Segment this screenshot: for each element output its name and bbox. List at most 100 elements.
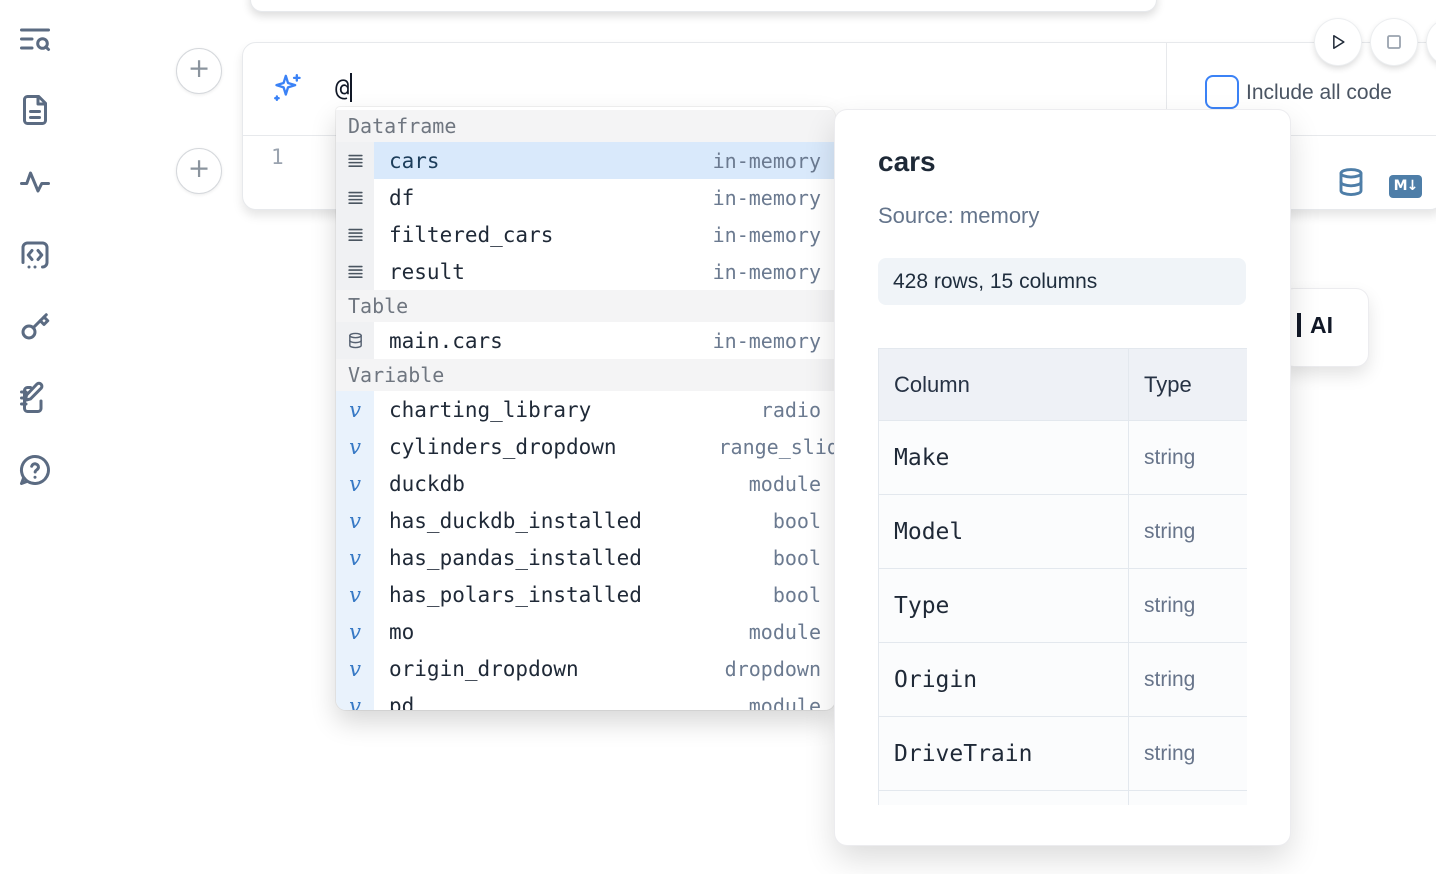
variable-icon: v bbox=[336, 428, 374, 465]
include-all-code-label: Include all code bbox=[1246, 81, 1392, 104]
item-name: filtered_cars bbox=[389, 222, 554, 247]
column-name-cell: Make bbox=[878, 420, 1129, 495]
schema-header-type: Type bbox=[1128, 348, 1247, 421]
item-name: has_polars_installed bbox=[389, 582, 642, 607]
dataframe-rows-icon bbox=[336, 253, 374, 290]
input-right-divider bbox=[1166, 43, 1167, 135]
autocomplete-item-content: has_duckdb_installed bool bbox=[374, 502, 835, 539]
item-type: in-memory bbox=[712, 328, 821, 353]
database-icon[interactable] bbox=[1336, 165, 1366, 199]
schema-row-partial bbox=[878, 790, 1247, 805]
variable-icon: v bbox=[336, 539, 374, 576]
key-icon[interactable] bbox=[17, 308, 53, 344]
variable-icon: v bbox=[336, 650, 374, 687]
ai-prompt-text: @ bbox=[335, 73, 350, 102]
column-name-cell: DriveTrain bbox=[878, 716, 1129, 791]
column-type-cell: string bbox=[1128, 642, 1247, 717]
item-name: cylinders_dropdown bbox=[389, 434, 617, 459]
column-type-cell: string bbox=[1128, 420, 1247, 495]
item-name: has_duckdb_installed bbox=[389, 508, 642, 533]
autocomplete-item-result[interactable]: result in-memory bbox=[336, 253, 835, 290]
item-type: in-memory bbox=[712, 259, 821, 284]
variable-icon: v bbox=[336, 391, 374, 428]
autocomplete-section-header: Variable bbox=[336, 359, 835, 391]
help-circle-icon[interactable] bbox=[17, 452, 53, 488]
autocomplete-item-content: df in-memory bbox=[374, 179, 835, 216]
autocomplete-item-has_polars_installed[interactable]: v has_polars_installed bool bbox=[336, 576, 835, 613]
column-name-cell: Origin bbox=[878, 642, 1129, 717]
notebook-pen-icon[interactable] bbox=[17, 380, 53, 416]
occluded-text-fragment bbox=[1297, 313, 1301, 337]
autocomplete-item-has_duckdb_installed[interactable]: v has_duckdb_installed bool bbox=[336, 502, 835, 539]
variable-icon: v bbox=[336, 502, 374, 539]
autocomplete-item-content: filtered_cars in-memory bbox=[374, 216, 835, 253]
item-type: bool bbox=[772, 582, 821, 607]
dataframe-rows-icon bbox=[336, 179, 374, 216]
item-type: bool bbox=[772, 508, 821, 533]
item-name: df bbox=[389, 185, 415, 210]
column-name-cell: Type bbox=[878, 568, 1129, 643]
autocomplete-item-content: mo module bbox=[374, 613, 835, 650]
ai-prompt-row[interactable]: @ Include all code bbox=[243, 43, 1436, 135]
autocomplete-item-content: has_polars_installed bool bbox=[374, 576, 835, 613]
generate-with-ai-button[interactable]: AI bbox=[1282, 289, 1368, 366]
autocomplete-item-df[interactable]: df in-memory bbox=[336, 179, 835, 216]
dataframe-rows-icon bbox=[336, 216, 374, 253]
add-cell-above-button[interactable]: + bbox=[176, 48, 222, 94]
item-name: result bbox=[389, 259, 465, 284]
item-type: bool bbox=[772, 545, 821, 570]
column-name-cell bbox=[878, 790, 1129, 805]
autocomplete-item-filtered_cars[interactable]: filtered_cars in-memory bbox=[336, 216, 835, 253]
autocomplete-item-content: has_pandas_installed bool bbox=[374, 539, 835, 576]
column-type-cell: string bbox=[1128, 716, 1247, 791]
item-type: in-memory bbox=[712, 222, 821, 247]
line-number: 1 bbox=[271, 145, 284, 169]
column-type-cell bbox=[1128, 790, 1247, 805]
file-icon[interactable] bbox=[17, 92, 53, 128]
item-type: in-memory bbox=[712, 148, 821, 173]
list-search-icon[interactable] bbox=[17, 21, 53, 57]
more-actions-button[interactable] bbox=[1427, 19, 1436, 65]
markdown-icon[interactable]: M↓ bbox=[1389, 175, 1422, 198]
code-square-icon[interactable] bbox=[17, 237, 53, 273]
preview-source: Source: memory bbox=[878, 203, 1040, 228]
include-all-code-checkbox[interactable] bbox=[1205, 75, 1239, 109]
run-cell-button[interactable] bbox=[1315, 19, 1361, 65]
variable-icon: v bbox=[336, 687, 374, 710]
ai-prompt-input[interactable]: @ bbox=[335, 73, 353, 102]
autocomplete-item-main.cars[interactable]: main.cars in-memory bbox=[336, 322, 835, 359]
item-name: origin_dropdown bbox=[389, 656, 579, 681]
autocomplete-item-has_pandas_installed[interactable]: v has_pandas_installed bool bbox=[336, 539, 835, 576]
autocomplete-section-header: Table bbox=[336, 290, 835, 322]
column-type-cell: string bbox=[1128, 494, 1247, 569]
variable-icon: v bbox=[336, 576, 374, 613]
autocomplete-item-cylinders_dropdown[interactable]: v cylinders_dropdown range_slider bbox=[336, 428, 835, 465]
ai-button-label: AI bbox=[1310, 312, 1333, 338]
item-type: module bbox=[748, 619, 821, 644]
item-name: mo bbox=[389, 619, 415, 644]
activity-icon[interactable] bbox=[17, 164, 53, 200]
item-name: main.cars bbox=[389, 328, 503, 353]
item-name: has_pandas_installed bbox=[389, 545, 642, 570]
add-cell-below-button[interactable]: + bbox=[176, 148, 222, 194]
stop-square-icon bbox=[1387, 35, 1401, 49]
item-type: in-memory bbox=[712, 185, 821, 210]
item-type: range_slider bbox=[718, 434, 836, 459]
item-type: radio bbox=[760, 397, 821, 422]
dataframe-preview-panel: cars Source: memory 428 rows, 15 columns… bbox=[835, 110, 1290, 845]
stop-button[interactable] bbox=[1371, 19, 1417, 65]
